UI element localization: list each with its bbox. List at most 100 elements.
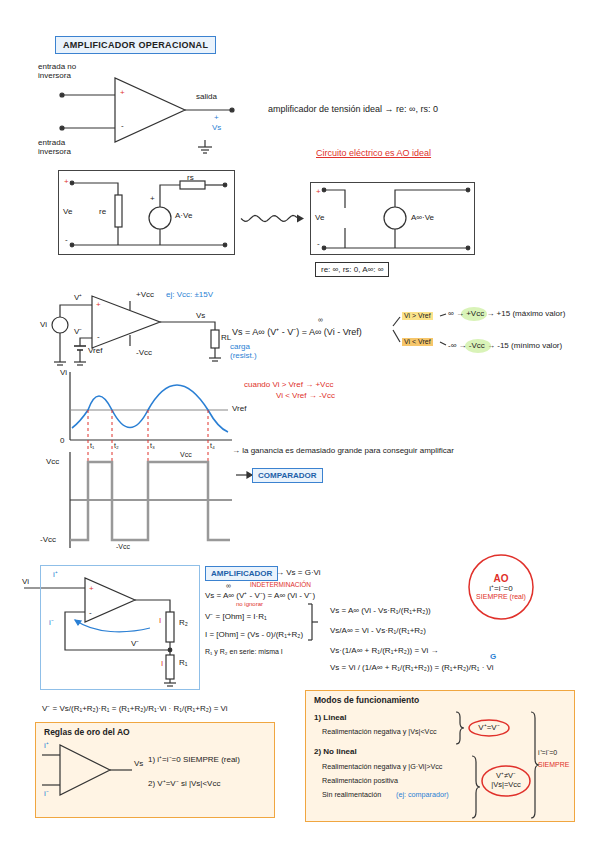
node-text: + xyxy=(316,187,321,196)
amplifier-circuit-part xyxy=(308,639,312,640)
text-label: Vs = A∞ (Vi - Vs·R₁/(R₁+R₂)) xyxy=(330,606,431,615)
node-text: SIEMPRE (real) xyxy=(476,593,526,601)
node-text: (ej: comparador) xyxy=(396,791,449,799)
equivalent-circuit-part xyxy=(72,244,225,245)
node-text: I xyxy=(161,659,163,668)
mode-braces-part xyxy=(531,712,539,818)
mode-braces-part xyxy=(456,712,464,744)
ideal-circuit-box: +Ve-A∞·Ve xyxy=(310,182,475,255)
comparator-circuit-part xyxy=(60,305,92,317)
opamp-symbol-part xyxy=(203,152,207,153)
node-text: Modos de funcionamiento xyxy=(314,696,419,706)
text-label: V⁺ xyxy=(74,293,82,302)
equivalent-circuit-part xyxy=(180,181,205,189)
text-label: G xyxy=(490,652,496,661)
opamp-symbol-part xyxy=(230,108,234,112)
equivalent-circuit-part xyxy=(117,227,118,245)
node-text: V⁺≠V⁻ xyxy=(496,772,516,781)
text-label: salida xyxy=(196,92,217,101)
node-text: 1) Lineal xyxy=(314,713,346,722)
signal-graph-part xyxy=(236,474,247,475)
text-label: -Vcc xyxy=(136,348,152,357)
ideal-circuit-part xyxy=(324,247,468,248)
node-text: re xyxy=(99,207,106,216)
rules-figure-part xyxy=(42,754,60,755)
node-text: Reglas de oro del AO xyxy=(44,728,130,738)
node-text: rs xyxy=(187,173,194,182)
node-text: COMPARADOR xyxy=(258,471,317,480)
text-label: Vs xyxy=(196,311,205,320)
text-label: Vs·(1/A∞ + R₁/(R₁+R₂)) = Vi → xyxy=(330,646,439,655)
text-label: V⁻ = [Ohm] = I·R₁ xyxy=(205,612,267,621)
text-label: INDETERMINACIÓN xyxy=(250,581,311,588)
node-text: Vs xyxy=(134,759,143,768)
node-text: 1) i⁺=i⁻=0 SIEMPRE (real) xyxy=(148,755,240,764)
comparator-circuit-part xyxy=(92,296,160,348)
ideal-circuit-part xyxy=(395,190,468,207)
equivalent-circuit-part xyxy=(72,183,118,195)
amplifier-circuit-part xyxy=(65,612,170,650)
node-text: re: ∞, rs: 0, A∞: ∞ xyxy=(321,265,383,274)
comparator-circuit-part xyxy=(74,345,86,347)
ideal-circuit-part xyxy=(344,228,345,248)
text-label: ∞ xyxy=(226,582,231,590)
amplifier-circuit-part xyxy=(85,578,135,622)
node-text: Ve xyxy=(315,213,324,222)
node-text: + xyxy=(64,177,69,186)
comparator-circuit-part xyxy=(129,335,130,346)
ideal-circuit-part xyxy=(466,246,470,250)
comparator-circuit-part xyxy=(160,322,215,330)
text-label: Vi xyxy=(22,577,29,586)
opamp-symbol-part xyxy=(185,109,232,110)
text-label: RL xyxy=(221,333,231,342)
amplifier-circuit-box: i⁺+-i⁻R₂IV⁻IR₁ xyxy=(40,565,200,690)
equivalent-circuit-part xyxy=(223,183,227,187)
comparator-circuit-part xyxy=(79,350,80,362)
equivalent-circuit-part xyxy=(160,185,180,207)
ideal-circuit-part xyxy=(384,207,406,229)
comparator-circuit-part xyxy=(77,364,83,365)
node-text: AMPLIFICADOR xyxy=(211,569,272,578)
equivalent-circuit-part xyxy=(115,195,122,227)
rules-figure-part xyxy=(42,784,60,785)
text-label: 0 xyxy=(60,436,64,445)
text-label: → Vs = G·Vi xyxy=(276,568,321,577)
text-label: cuando Vi > Vref → +Vcc xyxy=(244,380,333,389)
text-label: Vref xyxy=(88,346,102,355)
text-label: entrada inversora xyxy=(38,138,84,156)
amplifier-box: AMPLIFICADOR xyxy=(205,566,278,581)
node-text: R₁ xyxy=(179,658,187,667)
text-label: Vcc xyxy=(46,457,59,466)
node-text: 2) No lineal xyxy=(314,747,357,756)
node-text: i⁺ xyxy=(53,570,58,579)
text-label: entrada no inversora xyxy=(38,62,84,80)
circle-outline xyxy=(469,555,533,619)
text-label: + xyxy=(214,113,219,122)
ideal-circuit-part xyxy=(466,188,470,192)
node-text: A∞·Ve xyxy=(411,213,434,222)
comparator-circuit-part xyxy=(214,348,215,358)
node-text: |Vs|=Vcc xyxy=(491,781,521,790)
opamp-symbol-part xyxy=(201,149,209,150)
text-label: - xyxy=(121,121,124,130)
ellipse-outline xyxy=(469,720,509,736)
comparator-circuit xyxy=(52,296,221,365)
amplifier-circuit-part xyxy=(312,621,318,622)
comparator-circuit-part xyxy=(212,360,218,361)
node-text: V⁻ xyxy=(131,639,139,648)
node-text: + xyxy=(89,584,94,593)
amplifier-circuit xyxy=(24,578,318,686)
node-text: i⁺=i⁻=0 xyxy=(538,749,557,757)
opamp-symbol-part xyxy=(204,140,205,147)
text-label: + xyxy=(120,88,125,97)
amplifier-circuit-part xyxy=(75,620,81,625)
opamp-symbol xyxy=(60,78,234,153)
amplifier-circuit-part xyxy=(166,655,174,679)
text-label: amplificador de tensión ideal → re: ∞, r… xyxy=(268,104,438,114)
text-label: -Vcc xyxy=(40,535,56,544)
equivalent-circuit-box: +Ve-rers+A·Ve xyxy=(58,170,235,255)
arrow-head xyxy=(297,215,304,223)
